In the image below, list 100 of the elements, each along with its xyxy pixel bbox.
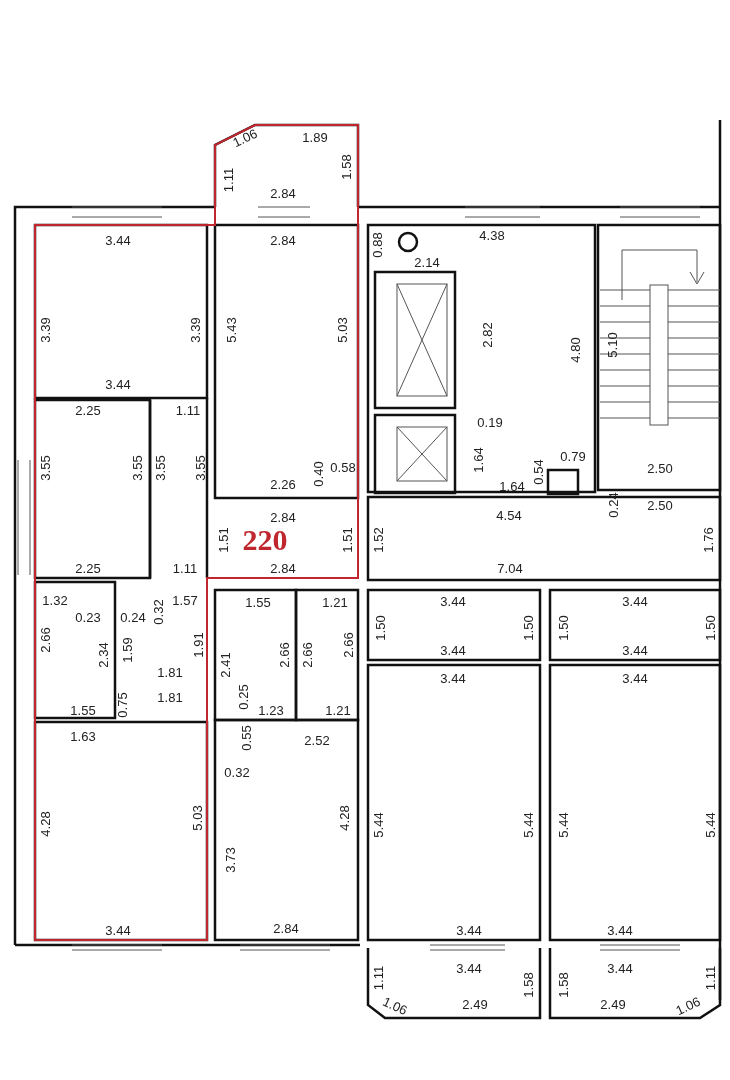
dimension-label: 0.32 (151, 599, 165, 625)
dimension-label: 1.55 (245, 595, 271, 609)
dimension-label: 1.50 (556, 615, 570, 641)
dimension-label: 4.38 (479, 228, 505, 242)
dimension-label: 1.32 (42, 593, 68, 607)
dimension-label: 1.51 (340, 527, 354, 553)
dimension-label: 4.54 (496, 508, 522, 522)
dimension-label: 1.11 (175, 403, 201, 417)
dimension-label: 1.21 (322, 595, 348, 609)
dimension-label: 4.80 (568, 337, 582, 363)
dimension-label: 1.58 (521, 972, 535, 998)
apartment-number: 220 (242, 525, 288, 555)
dimension-label: 3.44 (622, 671, 648, 685)
dimension-label: 3.44 (440, 594, 466, 608)
dimension-label: 0.40 (311, 461, 325, 487)
dimension-label: 5.44 (703, 812, 717, 838)
dimension-label: 1.64 (471, 447, 485, 473)
dimension-label: 3.44 (440, 643, 466, 657)
dimension-label: 3.55 (153, 455, 167, 481)
dimension-label: 3.44 (440, 671, 466, 685)
dimension-label: 3.44 (105, 377, 131, 391)
dimension-label: 2.52 (304, 733, 330, 747)
dimension-label: 4.28 (38, 811, 52, 837)
dimension-label: 3.39 (38, 317, 52, 343)
dimension-label: 2.66 (341, 632, 355, 658)
dimension-label: 2.66 (38, 627, 52, 653)
dimension-label: 5.44 (371, 812, 385, 838)
dimension-label: 1.11 (703, 965, 717, 991)
dimension-label: 0.79 (560, 449, 586, 463)
dimension-label: 2.50 (647, 461, 673, 475)
dimension-label: 1.91 (191, 632, 205, 658)
dimension-label: 1.52 (371, 527, 385, 553)
dimension-label: 3.44 (607, 923, 633, 937)
dimension-label: 1.11 (172, 561, 198, 575)
dimension-label: 3.44 (622, 594, 648, 608)
dimension-label: 1.11 (371, 965, 385, 991)
dimension-label: 3.55 (193, 455, 207, 481)
dimension-label: 1.06 (673, 994, 703, 1018)
dimension-label: 1.50 (703, 615, 717, 641)
dimension-label: 1.06 (380, 994, 410, 1018)
dimension-label: 2.26 (270, 477, 296, 491)
dimension-label: 0.55 (239, 725, 253, 751)
dimension-label: 1.58 (339, 154, 353, 180)
dimension-label: 1.50 (373, 615, 387, 641)
dimension-label: 2.34 (96, 642, 110, 668)
dimension-label: 1.89 (302, 130, 328, 144)
dimension-label: 1.76 (701, 527, 715, 553)
dimension-label: 1.21 (325, 703, 351, 717)
dimension-label: 0.23 (75, 610, 101, 624)
dimension-label: 1.81 (157, 690, 183, 704)
dimension-label: 3.44 (456, 923, 482, 937)
dimension-label: 1.64 (499, 479, 525, 493)
dimension-label: 0.24 (120, 610, 146, 624)
dimension-label: 5.43 (224, 317, 238, 343)
dimension-label: 0.24 (606, 492, 620, 518)
dimension-label: 3.44 (456, 961, 482, 975)
dimension-label: 1.55 (70, 703, 96, 717)
dimension-label: 2.14 (414, 255, 440, 269)
dimension-label: 0.88 (370, 232, 384, 258)
dimension-label: 2.49 (600, 997, 626, 1011)
dimension-label: 1.23 (258, 703, 284, 717)
dimension-label: 2.50 (647, 498, 673, 512)
dimension-label: 3.44 (105, 233, 131, 247)
dimension-label: 1.11 (221, 167, 235, 193)
dimension-label: 0.32 (224, 765, 250, 779)
dimension-label: 5.44 (521, 812, 535, 838)
dimension-label: 1.59 (120, 637, 134, 663)
dimension-label: 2.25 (75, 403, 101, 417)
dimension-label: 1.51 (216, 527, 230, 553)
dimension-label: 2.66 (300, 642, 314, 668)
dimension-label: 0.25 (236, 684, 250, 710)
dimension-label: 2.41 (218, 652, 232, 678)
dimension-label: 5.44 (556, 812, 570, 838)
dimension-label: 2.25 (75, 561, 101, 575)
dimension-label: 1.81 (157, 665, 183, 679)
dimension-label: 5.10 (605, 332, 619, 358)
dimension-label: 0.58 (330, 460, 356, 474)
dimension-label: 3.44 (622, 643, 648, 657)
dimension-label: 3.44 (105, 923, 131, 937)
dimension-label: 1.57 (172, 593, 198, 607)
dimension-label: 3.73 (223, 847, 237, 873)
dimension-label: 1.58 (556, 972, 570, 998)
dimension-label: 1.50 (521, 615, 535, 641)
dimension-label: 3.55 (130, 455, 144, 481)
dimension-label: 1.63 (70, 729, 96, 743)
dimension-label: 2.82 (480, 322, 494, 348)
dimension-label: 2.84 (273, 921, 299, 935)
dimension-label: 5.03 (335, 317, 349, 343)
dimension-label: 2.84 (270, 233, 296, 247)
dimension-label: 3.39 (188, 317, 202, 343)
dimension-label: 2.84 (270, 186, 296, 200)
dimension-label: 7.04 (497, 561, 523, 575)
dimension-label: 5.03 (190, 805, 204, 831)
dimension-label: 2.66 (277, 642, 291, 668)
dimension-label: 0.19 (477, 415, 503, 429)
dimension-label: 3.44 (607, 961, 633, 975)
dimension-label: 2.84 (270, 561, 296, 575)
dimension-label: 4.28 (337, 805, 351, 831)
dimension-label: 2.49 (462, 997, 488, 1011)
dimension-label: 2.84 (270, 510, 296, 524)
